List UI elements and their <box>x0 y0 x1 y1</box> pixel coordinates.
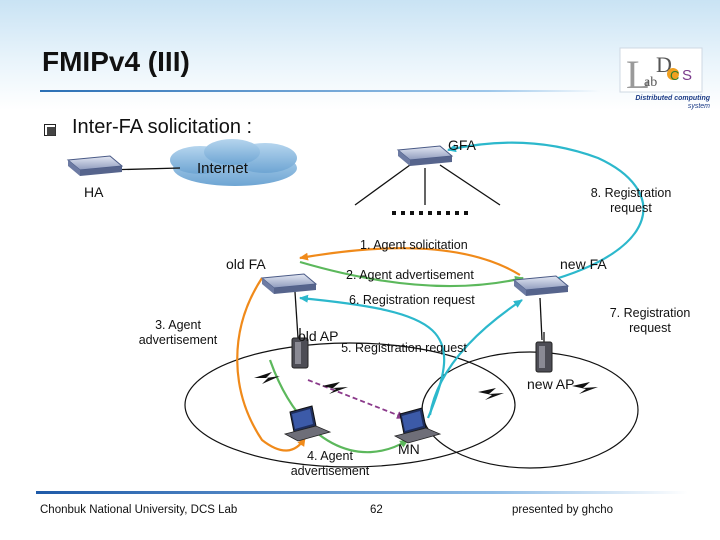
message-3-label: 3. Agent advertisement <box>138 318 218 347</box>
slide-title: FMIPv4 (III) <box>42 46 190 77</box>
router-new-fa-icon <box>512 275 570 296</box>
new-ap-label: new AP <box>527 376 575 392</box>
internet-label: Internet <box>197 160 248 177</box>
link-gfa-left <box>354 164 411 206</box>
new-ap-coverage <box>421 351 639 469</box>
wireless-signal-icon <box>254 372 598 400</box>
link-gfa-right <box>439 164 501 206</box>
footer-presenter: presented by ghcho <box>512 504 614 516</box>
ha-label: HA <box>84 184 104 200</box>
more-links-dots <box>392 211 468 215</box>
arrow-4-agent-advertisement <box>268 359 409 454</box>
router-old-fa-icon <box>260 273 318 294</box>
message-6-label: 6. Registration request <box>349 293 475 307</box>
old-ap-coverage <box>184 342 516 468</box>
lab-logo: L ab D C S <box>619 47 703 97</box>
message-7-label: 7. Registration request <box>609 306 691 335</box>
bullet-icon <box>44 124 56 136</box>
old-fa-label: old FA <box>226 256 266 272</box>
svg-text:C: C <box>670 68 679 83</box>
svg-text:ab: ab <box>644 75 657 90</box>
message-4-label: 4. Agent advertisement <box>290 449 370 478</box>
arrow-2-agent-advertisement <box>299 260 524 288</box>
old-ap-label: old AP <box>298 328 339 344</box>
logo-subtitle-line1: Distributed computing <box>635 95 710 102</box>
title-underline <box>40 90 600 92</box>
new-fa-label: new FA <box>560 256 607 272</box>
router-ha-icon <box>66 155 124 176</box>
message-2-label: 2. Agent advertisement <box>346 268 474 282</box>
arrow-5-registration-request <box>307 379 406 419</box>
logo-subtitle: Distributed computing system <box>610 95 710 111</box>
gfa-label: GFA <box>448 137 477 153</box>
bullet-text: Inter-FA solicitation : <box>72 116 253 138</box>
footer-rule <box>36 491 688 494</box>
link-newfa-newap <box>539 297 543 341</box>
laptop-mn-icon <box>393 407 442 444</box>
mn-label: MN <box>398 441 420 457</box>
arrow-1-agent-solicitation <box>299 247 521 276</box>
internet-cloud <box>170 139 297 186</box>
footer-page-number: 62 <box>370 504 383 516</box>
arrow-6-registration-request <box>299 294 446 419</box>
arrow-8-registration-request <box>447 141 645 284</box>
router-gfa-icon <box>396 145 454 166</box>
access-point-new-icon <box>535 332 553 373</box>
svg-text:L: L <box>626 52 650 97</box>
svg-text:S: S <box>682 67 692 84</box>
access-point-old-icon <box>291 328 309 369</box>
laptop-old-position-icon <box>283 405 332 442</box>
footer-institution: Chonbuk National University, DCS Lab <box>40 504 238 516</box>
message-5-label: 5. Registration request <box>341 341 467 355</box>
arrow-3-agent-advertisement <box>236 277 306 452</box>
arrow-7-registration-request <box>428 299 523 416</box>
message-1-label: 1. Agent solicitation <box>360 238 468 252</box>
logo-subtitle-line2: system <box>687 103 710 110</box>
link-oldfa-oldap <box>294 291 299 339</box>
message-8-label: 8. Registration request <box>590 186 672 215</box>
svg-text:D: D <box>656 52 672 77</box>
